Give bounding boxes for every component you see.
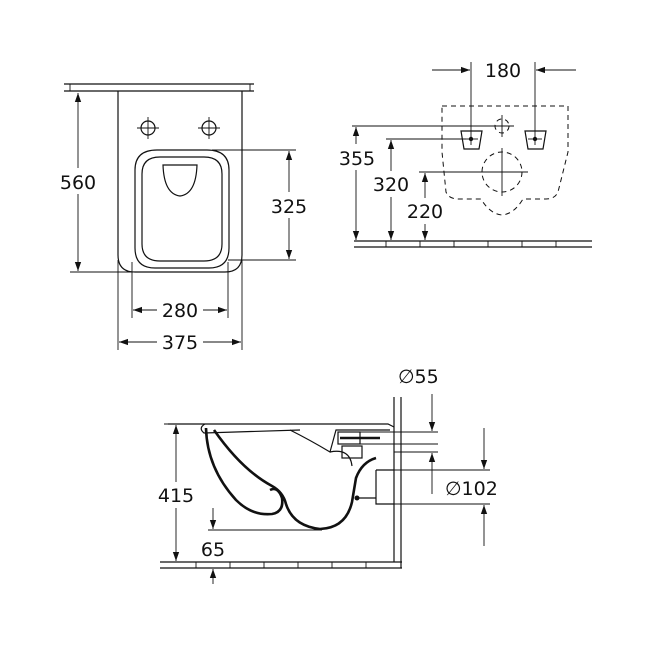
dim-label-seat-width: 280 bbox=[162, 300, 198, 322]
dim-label-height: 415 bbox=[158, 485, 194, 507]
back-view: 180 355 320 220 bbox=[334, 60, 592, 248]
bolt-bracket-left bbox=[460, 130, 483, 150]
wall-hatch bbox=[69, 84, 251, 91]
trap-outline bbox=[289, 429, 390, 467]
side-view: 415 65 ∅55 ∅102 bbox=[153, 366, 506, 584]
floor-hatch bbox=[385, 241, 557, 247]
dim-label-total-width: 375 bbox=[162, 332, 198, 354]
bolt-hole-left bbox=[137, 117, 159, 139]
bowl-section-outer bbox=[204, 427, 284, 516]
outlet-pipe bbox=[356, 469, 394, 505]
bowl-outline bbox=[117, 91, 243, 273]
dim-label-seat-length: 325 bbox=[271, 196, 307, 218]
dim-label-height-220: 220 bbox=[407, 201, 443, 223]
bowl-section-inner bbox=[212, 429, 377, 531]
bowl-rim bbox=[168, 423, 395, 434]
inlet-fitting bbox=[337, 431, 394, 459]
seat-inner bbox=[141, 156, 223, 262]
bowl-opening bbox=[162, 164, 198, 197]
dim-label-floor-offset: 65 bbox=[201, 539, 225, 561]
dim-label-bolt-spacing: 180 bbox=[485, 60, 521, 82]
bolt-hole-right bbox=[198, 117, 220, 139]
floor-hatch bbox=[195, 562, 367, 568]
seat-outer bbox=[134, 149, 230, 269]
dim-label-length: 560 bbox=[60, 172, 96, 194]
bowl-silhouette bbox=[441, 105, 569, 216]
dim-label-outlet-diameter: ∅102 bbox=[445, 478, 498, 500]
dim-label-height-355: 355 bbox=[339, 148, 375, 170]
dim-label-inlet-diameter: ∅55 bbox=[398, 366, 439, 388]
top-view: 560 325 280 375 bbox=[55, 83, 312, 355]
dim-label-height-320: 320 bbox=[373, 174, 409, 196]
bolt-bracket-right bbox=[524, 130, 547, 150]
